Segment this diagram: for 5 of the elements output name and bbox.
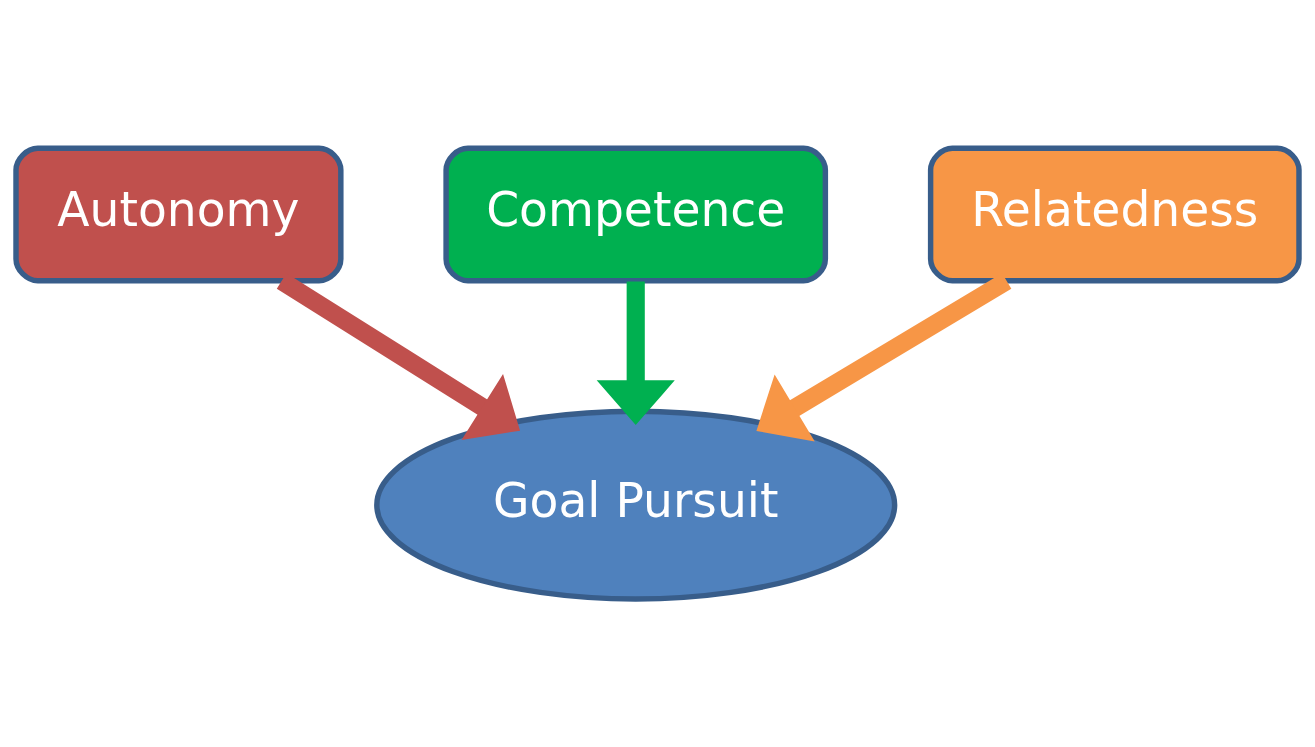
node-box: Relatedness <box>927 145 1302 284</box>
arrow <box>596 281 675 425</box>
node-box: Autonomy <box>13 145 344 284</box>
node-ellipse: Goal Pursuit <box>374 408 898 602</box>
node-box: Competence <box>443 145 829 284</box>
